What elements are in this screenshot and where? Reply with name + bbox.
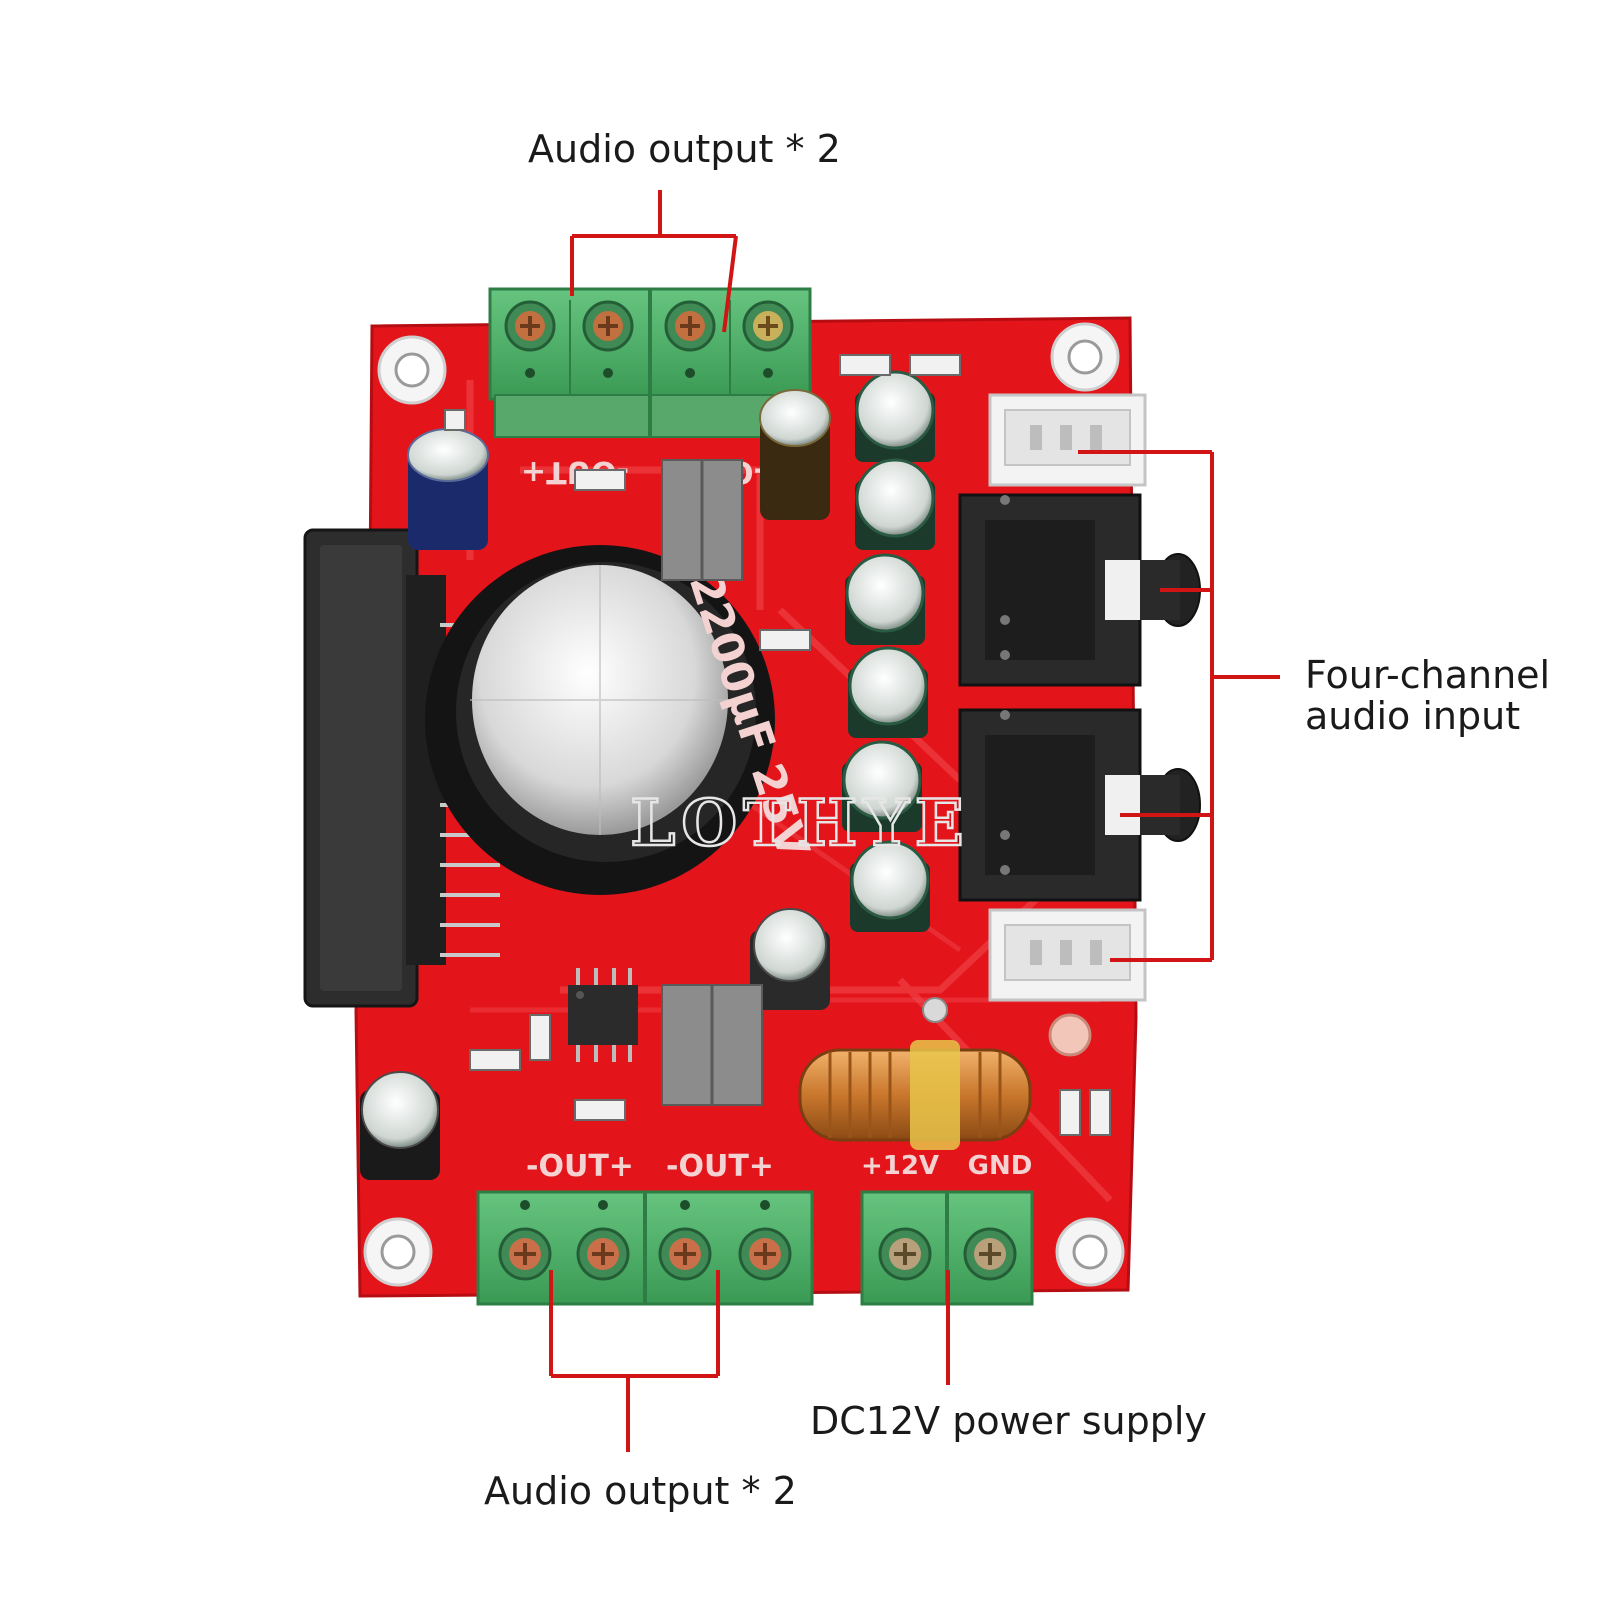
gray-inductor-bottom [661, 984, 763, 1106]
screw-icon [582, 300, 634, 352]
mounting-hole-icon [1055, 1217, 1125, 1287]
capacitor-c18 [407, 428, 489, 550]
top-terminal-block [488, 287, 812, 438]
silk-bottom-right-out: -OUT+ [666, 1149, 774, 1184]
mounting-hole-icon [377, 335, 447, 405]
led-icon [1048, 1013, 1092, 1057]
bottom-audio-output-label: Audio output * 2 [484, 1469, 797, 1513]
capacitor-icon [848, 646, 928, 738]
silk-plus-12v: +12V [861, 1151, 939, 1181]
screw-icon [504, 300, 556, 352]
toroid-inductor [798, 1040, 1032, 1150]
gray-inductor-top [661, 459, 743, 581]
leader-lines [549, 190, 1280, 1452]
screw-icon [738, 1227, 792, 1281]
dc12v-power-label: DC12V power supply [810, 1399, 1207, 1443]
screw-icon [664, 300, 716, 352]
silk-bottom-left-out: -OUT+ [526, 1149, 634, 1184]
capacitor-column [842, 370, 935, 932]
capacitor-icon [855, 370, 935, 462]
smd-components [444, 354, 1111, 1136]
bottom-terminal-block [476, 1190, 814, 1306]
mounting-hole-icon [363, 1217, 433, 1287]
capacitor-c19 [360, 1071, 440, 1180]
mounting-hole-icon [1050, 322, 1120, 392]
capacitor-icon [842, 740, 922, 832]
jst-connector-bottom [988, 908, 1147, 1002]
screw-icon [658, 1227, 712, 1281]
watermark-text: LOTHYE [630, 786, 969, 861]
four-channel-input-label: Four-channel audio input [1305, 653, 1551, 739]
test-point-icon [922, 997, 948, 1023]
capacitor-icon [855, 458, 935, 550]
smd-chip [568, 968, 638, 1062]
capacitor-icon [845, 553, 925, 645]
capacitor-icon [850, 840, 930, 932]
silk-gnd: GND [968, 1151, 1033, 1181]
screw-icon [498, 1227, 552, 1281]
screw-icon [878, 1227, 932, 1281]
capacitor-lower [750, 908, 830, 1010]
screw-icon [576, 1227, 630, 1281]
screw-icon [963, 1227, 1017, 1281]
top-audio-output-label: Audio output * 2 [528, 127, 841, 171]
audio-jack-top [958, 493, 1201, 687]
amplifier-ic-heatsink [303, 528, 446, 1008]
capacitor-c15 [759, 389, 831, 520]
audio-jack-bottom [958, 708, 1201, 902]
jst-connector-top [988, 393, 1147, 487]
screw-icon [742, 300, 794, 352]
